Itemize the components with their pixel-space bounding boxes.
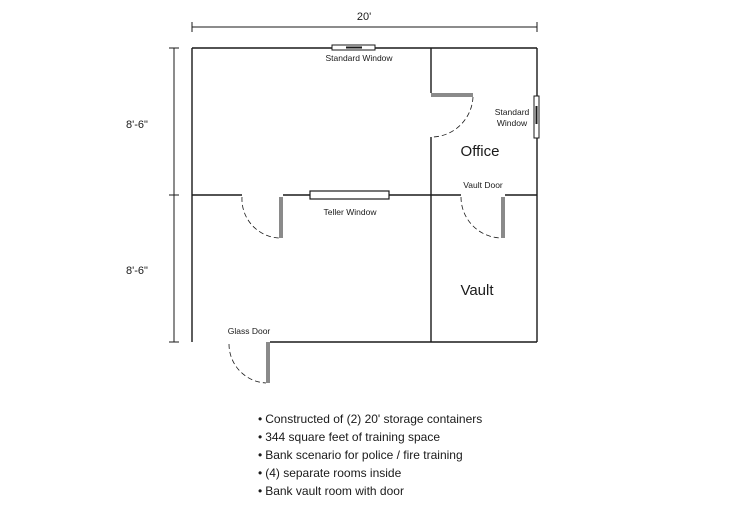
interior-door (241, 196, 283, 239)
standard-window-side-label-1: Standard (495, 107, 530, 117)
list-item: Bank scenario for police / fire training (258, 446, 482, 464)
glass-door: Glass Door (228, 326, 271, 384)
office-label: Office (461, 143, 500, 160)
vault-label: Vault (460, 282, 494, 299)
lower-height-label: 8'-6" (126, 265, 148, 277)
standard-window-side: Standard Window (495, 95, 540, 139)
feature-list: Constructed of (2) 20' storage container… (258, 410, 482, 500)
teller-window: Teller Window (309, 190, 390, 217)
standard-window-top-label: Standard Window (325, 53, 393, 63)
list-item: 344 square feet of training space (258, 428, 482, 446)
vault-door-label: Vault Door (463, 180, 503, 190)
list-item: Bank vault room with door (258, 482, 482, 500)
list-item: Constructed of (2) 20' storage container… (258, 410, 482, 428)
width-dimension: 20' (191, 11, 538, 32)
height-dimension: 8'-6" 8'-6" (126, 47, 179, 343)
width-label: 20' (357, 11, 371, 23)
list-item: (4) separate rooms inside (258, 464, 482, 482)
teller-window-label: Teller Window (324, 207, 378, 217)
glass-door-label: Glass Door (228, 326, 271, 336)
office-door (431, 93, 474, 138)
upper-height-label: 8'-6" (126, 119, 148, 131)
standard-window-side-label-2: Window (497, 118, 528, 128)
standard-window-top: Standard Window (325, 44, 393, 63)
vault-door: Vault Door (460, 180, 505, 239)
